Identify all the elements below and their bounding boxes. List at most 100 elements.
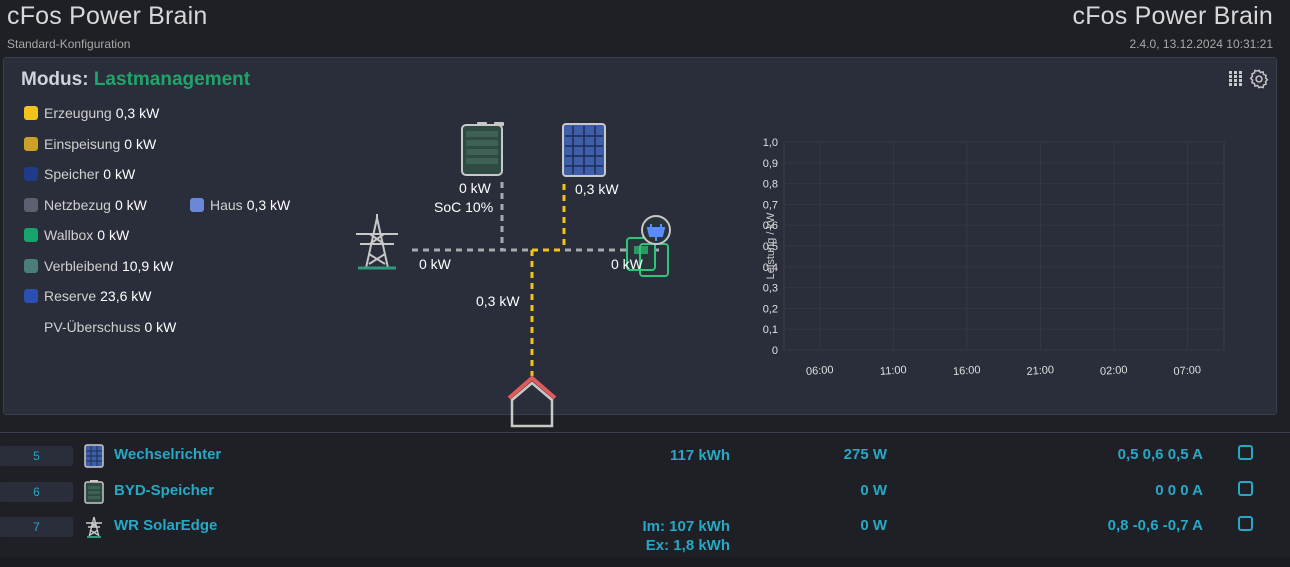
gear-icon[interactable]: [1248, 68, 1270, 90]
legend-swatch: [24, 137, 38, 151]
mode-indicator: Modus: Lastmanagement: [21, 69, 250, 91]
keypad-icon[interactable]: [1228, 70, 1244, 88]
y-tick-label: 1,0: [763, 137, 778, 149]
legend-speicher: Speicher 0 kW: [24, 165, 135, 183]
table-row[interactable]: 5 Wechselrichter 117 kWh 275 W 0,5 0,6 0…: [0, 436, 1290, 470]
bottom-strip: [0, 557, 1290, 567]
legend-label: Haus: [210, 197, 243, 213]
power-tower-icon: [86, 516, 102, 538]
device-checkbox[interactable]: [1238, 516, 1253, 531]
legend-value: 10,9 kW: [121, 258, 174, 274]
grid-power: 0 kW: [419, 256, 451, 272]
energy-export: Ex: 1,8 kWh: [645, 537, 730, 554]
device-name[interactable]: Wechselrichter: [114, 446, 222, 463]
legend-value: 0,3 kW: [115, 105, 160, 121]
solar-panel-icon[interactable]: [562, 123, 606, 177]
energy-flow-diagram: 0 kW SoC 10% 0,3 kW 0 kW 0 kW 0,3 kW: [344, 118, 674, 448]
y-tick-label: 0,5: [763, 241, 778, 253]
legend-einspeisung: Einspeisung 0 kW: [24, 135, 156, 153]
x-tick-label: 11:00: [880, 364, 907, 378]
device-checkbox[interactable]: [1238, 445, 1253, 460]
legend-label: Wallbox: [44, 227, 94, 243]
x-tick-label: 06:00: [806, 364, 834, 378]
wallbox-power: 0 kW: [611, 256, 643, 272]
legend-value: 0,3 kW: [246, 197, 291, 213]
legend-label: Reserve: [44, 288, 97, 304]
config-name: Standard-Konfiguration: [7, 37, 131, 51]
wallbox-icon[interactable]: [626, 215, 671, 277]
row-id: 7: [0, 517, 73, 537]
device-current: 0,5 0,6 0,5 A: [1117, 446, 1203, 463]
device-energy: Im: 107 kWh Ex: 1,8 kWh: [642, 517, 730, 555]
legend-swatch: [24, 167, 38, 181]
x-tick-label: 02:00: [1100, 364, 1128, 378]
table-row[interactable]: 7 WR SolarEdge Im: 107 kWh Ex: 1,8 kWh 0…: [0, 507, 1290, 557]
legend-label: Speicher: [44, 166, 100, 182]
legend-verbleibend: Verbleibend 10,9 kW: [24, 257, 173, 275]
legend-reserve: Reserve 23,6 kW: [24, 287, 152, 305]
house-power: 0,3 kW: [476, 293, 520, 309]
app-title: cFos Power Brain: [7, 2, 208, 30]
house-icon[interactable]: [507, 375, 557, 428]
y-axis-label: Leistung / kW: [765, 212, 777, 279]
chart-svg: 1,0 0,9 0,8 0,7 0,6 0,5 0,4 0,3 0,2 0,1 0 06:00 11:0…: [763, 137, 1225, 378]
y-tick-label: 0,2: [763, 303, 778, 315]
energy-import: Im: 107 kWh: [642, 518, 730, 535]
legend-label: Netzbezug: [44, 197, 111, 213]
battery-icon: [84, 480, 104, 504]
device-name[interactable]: WR SolarEdge: [114, 517, 218, 534]
x-tick-label: 21:00: [1026, 364, 1054, 378]
header: cFos Power Brain Standard-Konfiguration …: [0, 0, 1290, 56]
legend-label: PV-Überschuss: [44, 319, 141, 335]
y-tick-label: 0,1: [763, 324, 778, 336]
power-chart: 1,0 0,9 0,8 0,7 0,6 0,5 0,4 0,3 0,2 0,1 0 06:00 11:0…: [758, 128, 1238, 388]
flow-lines: [412, 182, 662, 376]
legend-label: Einspeisung: [44, 136, 121, 152]
legend-haus: Haus 0,3 kW: [190, 196, 290, 214]
device-current: 0 0 0 A: [1155, 482, 1203, 499]
legend-swatch: [190, 198, 204, 212]
battery-icon[interactable]: [461, 122, 504, 176]
y-tick-label: 0,6: [763, 220, 778, 232]
legend-label: Verbleibend: [44, 258, 118, 274]
y-tick-label: 0,9: [763, 158, 778, 170]
device-name[interactable]: BYD-Speicher: [114, 482, 215, 499]
legend-swatch: [24, 259, 38, 273]
legend-pv-ueberschuss: PV-Überschuss 0 kW: [24, 318, 176, 336]
legend-swatch: [24, 198, 38, 212]
legend-swatch: [24, 106, 38, 120]
legend-value: 0 kW: [97, 227, 130, 243]
device-energy: 117 kWh: [670, 446, 730, 465]
legend-value: 0 kW: [103, 166, 136, 182]
legend-swatch: [24, 289, 38, 303]
legend-swatch: [24, 228, 38, 242]
device-checkbox[interactable]: [1238, 481, 1253, 496]
solar-power: 0,3 kW: [575, 181, 619, 197]
y-tick-label: 0,4: [763, 262, 778, 274]
y-tick-label: 0: [772, 345, 778, 357]
power-tower-icon[interactable]: [356, 214, 398, 270]
x-tick-label: 16:00: [953, 364, 981, 378]
app-title-right: cFos Power Brain: [1072, 2, 1273, 30]
legend-erzeugung: Erzeugung 0,3 kW: [24, 104, 159, 122]
legend-value: 0 kW: [144, 319, 177, 335]
divider: [0, 432, 1290, 433]
row-id: 6: [0, 482, 73, 502]
legend-value: 23,6 kW: [100, 288, 152, 304]
y-tick-label: 0,7: [763, 199, 778, 211]
table-row[interactable]: 6 BYD-Speicher 0 W 0 0 0 A: [0, 472, 1290, 506]
legend-value: 0 kW: [114, 197, 147, 213]
panel-tools: [1228, 68, 1270, 90]
overview-panel: Modus: Lastmanagement Erzeugung 0,3 kW: [3, 57, 1277, 428]
device-power: 275 W: [843, 446, 887, 463]
legend-swatch: [24, 320, 38, 334]
y-tick-label: 0,8: [763, 179, 778, 191]
legend-netzbezug: Netzbezug 0 kW: [24, 196, 147, 214]
device-power: 0 W: [860, 482, 887, 499]
solar-panel-icon: [84, 444, 104, 468]
version-timestamp: 2.4.0, 13.12.2024 10:31:21: [1129, 37, 1273, 51]
mode-value[interactable]: Lastmanagement: [93, 69, 251, 90]
energy-value: 117 kWh: [669, 447, 730, 464]
row-id: 5: [0, 446, 73, 466]
y-tick-label: 0,3: [763, 283, 778, 295]
